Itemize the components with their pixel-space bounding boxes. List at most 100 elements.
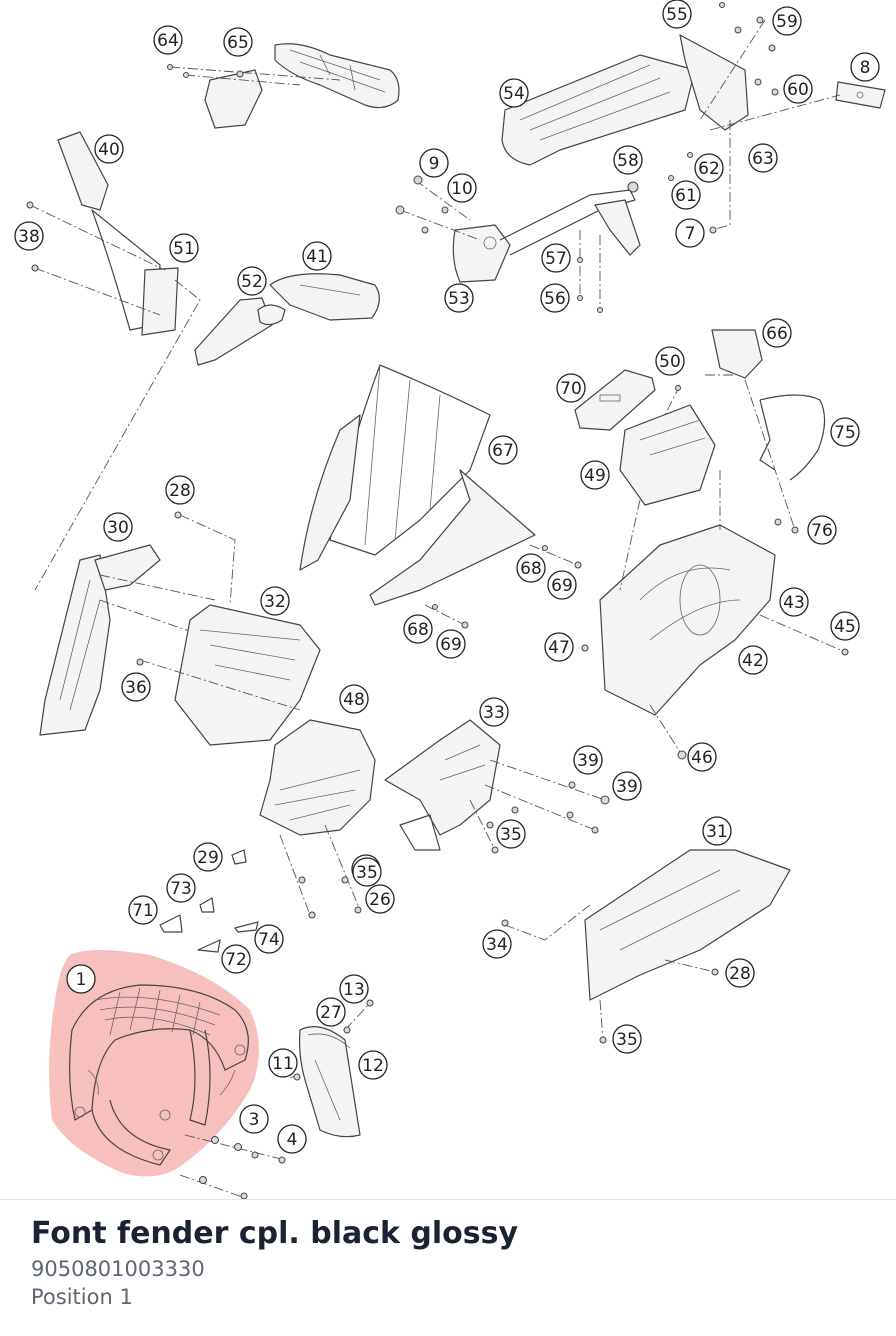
callout-number: 56 (544, 289, 566, 309)
callout-10[interactable]: 10 (447, 173, 477, 203)
electronics-tray-part[interactable] (574, 329, 826, 534)
headlight-carrier-part[interactable] (501, 2, 886, 234)
mirror-arm-part[interactable] (395, 175, 641, 313)
callout-68[interactable]: 68 (516, 553, 546, 583)
callout-69[interactable]: 69 (436, 629, 466, 659)
callout-36[interactable]: 36 (121, 672, 151, 702)
callout-8[interactable]: 8 (850, 52, 880, 82)
callout-34[interactable]: 34 (482, 929, 512, 959)
callout-45[interactable]: 45 (830, 611, 860, 641)
callout-27[interactable]: 27 (316, 997, 346, 1027)
callout-65[interactable]: 65 (223, 27, 253, 57)
callout-11[interactable]: 11 (268, 1048, 298, 1078)
callout-number: 45 (834, 617, 856, 637)
callout-28[interactable]: 28 (725, 958, 755, 988)
center-bracket-part[interactable] (259, 719, 376, 919)
callout-43[interactable]: 43 (779, 587, 809, 617)
callout-63[interactable]: 63 (748, 143, 778, 173)
callout-64[interactable]: 64 (153, 25, 183, 55)
callout-number: 68 (407, 620, 429, 640)
callout-number: 43 (783, 593, 805, 613)
right-inner-panel-part[interactable] (581, 470, 849, 760)
callout-54[interactable]: 54 (499, 78, 529, 108)
callout-59[interactable]: 59 (772, 6, 802, 36)
callout-71[interactable]: 71 (128, 895, 158, 925)
callout-35[interactable]: 35 (612, 1024, 642, 1054)
callout-40[interactable]: 40 (94, 134, 124, 164)
callout-12[interactable]: 12 (358, 1050, 388, 1080)
callout-26[interactable]: 26 (365, 884, 395, 914)
callout-28[interactable]: 28 (165, 475, 195, 505)
callout-75[interactable]: 75 (830, 417, 860, 447)
callout-38[interactable]: 38 (14, 221, 44, 251)
windscreen-part[interactable] (299, 364, 582, 629)
callout-circle (260, 586, 290, 616)
callout-39[interactable]: 39 (573, 745, 603, 775)
callout-1[interactable]: 1 (66, 964, 96, 994)
callout-46[interactable]: 46 (687, 742, 717, 772)
callout-58[interactable]: 58 (613, 145, 643, 175)
callout-13[interactable]: 13 (339, 974, 369, 1004)
callout-39[interactable]: 39 (612, 771, 642, 801)
callout-57[interactable]: 57 (541, 243, 571, 273)
callout-number: 69 (440, 635, 462, 655)
callout-74[interactable]: 74 (254, 924, 284, 954)
callout-55[interactable]: 55 (662, 0, 692, 29)
callout-29[interactable]: 29 (193, 842, 223, 872)
callout-72[interactable]: 72 (221, 944, 251, 974)
callout-circle (738, 645, 768, 675)
callout-3[interactable]: 3 (239, 1104, 269, 1134)
callout-circle (655, 346, 685, 376)
callout-35[interactable]: 35 (496, 819, 526, 849)
right-side-fairing-part[interactable] (501, 849, 791, 1044)
callout-42[interactable]: 42 (738, 645, 768, 675)
callout-70[interactable]: 70 (556, 373, 586, 403)
callout-50[interactable]: 50 (655, 346, 685, 376)
callout-9[interactable]: 9 (419, 148, 449, 178)
callout-62[interactable]: 62 (694, 153, 724, 183)
callout-31[interactable]: 31 (702, 816, 732, 846)
callout-32[interactable]: 32 (260, 586, 290, 616)
mud-flap-part[interactable] (289, 999, 374, 1138)
callout-circle (223, 27, 253, 57)
callout-76[interactable]: 76 (807, 515, 837, 545)
right-mirror-part[interactable] (194, 273, 380, 366)
callout-41[interactable]: 41 (302, 241, 332, 271)
right-air-duct-part[interactable] (384, 719, 610, 854)
callout-68[interactable]: 68 (403, 614, 433, 644)
callout-69[interactable]: 69 (547, 570, 577, 600)
callout-48[interactable]: 48 (339, 684, 369, 714)
callout-number: 12 (362, 1056, 384, 1076)
callout-33[interactable]: 33 (479, 697, 509, 727)
front-fender-part[interactable] (69, 984, 249, 1166)
left-air-duct-part[interactable] (136, 511, 321, 746)
callout-60[interactable]: 60 (783, 74, 813, 104)
callout-number: 29 (197, 848, 219, 868)
callout-number: 71 (132, 901, 154, 921)
upper-bracket-part[interactable] (167, 43, 400, 129)
callout-53[interactable]: 53 (444, 283, 474, 313)
callout-number: 74 (258, 930, 280, 950)
callout-35[interactable]: 35 (352, 857, 382, 887)
left-mirror-part[interactable] (26, 131, 201, 591)
callout-circle (447, 173, 477, 203)
callout-circle (783, 74, 813, 104)
callout-67[interactable]: 67 (488, 435, 518, 465)
callout-7[interactable]: 7 (675, 218, 705, 248)
callout-30[interactable]: 30 (103, 512, 133, 542)
callout-49[interactable]: 49 (580, 460, 610, 490)
callout-52[interactable]: 52 (237, 266, 267, 296)
callout-73[interactable]: 73 (166, 873, 196, 903)
callout-labels: 1347891011121326272728282930313233343535… (14, 0, 880, 1154)
left-side-fairing-part[interactable] (39, 544, 216, 736)
callout-66[interactable]: 66 (762, 318, 792, 348)
small-clips[interactable] (159, 849, 259, 953)
callout-56[interactable]: 56 (540, 283, 570, 313)
callout-circle (169, 233, 199, 263)
callout-circle (544, 632, 574, 662)
callout-61[interactable]: 61 (671, 180, 701, 210)
callout-47[interactable]: 47 (544, 632, 574, 662)
callout-51[interactable]: 51 (169, 233, 199, 263)
callout-4[interactable]: 4 (277, 1124, 307, 1154)
callout-number: 60 (787, 80, 809, 100)
